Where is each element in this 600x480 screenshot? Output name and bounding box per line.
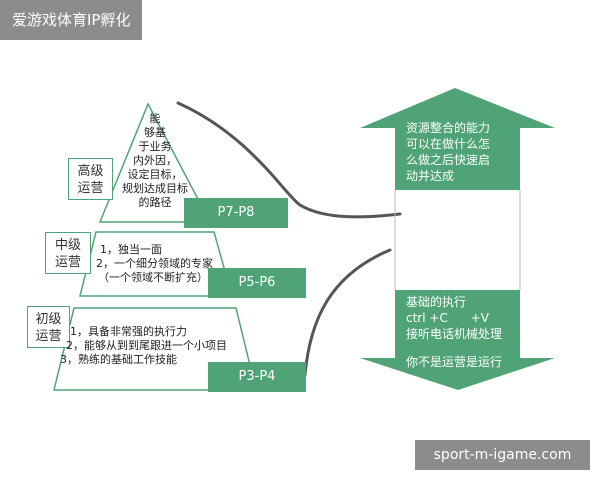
watermark-badge: sport-m-igame.com [415, 440, 590, 470]
down-arrow-line: 基础的执行 [406, 295, 467, 309]
lower-curve [303, 248, 392, 377]
junior-label-line: 运营 [35, 329, 62, 344]
senior-label-line: 运营 [77, 181, 104, 196]
upper-curve [176, 101, 402, 219]
down-arrow-text: 基础的执行 ctrl +C +V 接听电话机械处理 你不是运营是运行 [406, 294, 518, 370]
down-arrow-line: 接听电话机械处理 [406, 327, 503, 341]
up-arrow [360, 88, 555, 190]
up-arrow-line: 资源整合的能力 [406, 121, 491, 135]
down-arrow-line: ctrl +C +V [406, 311, 489, 325]
senior-desc-line: 规划达成目标 [122, 182, 188, 195]
senior-label-line: 高级 [77, 164, 104, 179]
down-arrow [360, 290, 555, 390]
senior-desc-line: 于业务 [138, 140, 172, 153]
senior-desc-line: 够基 [144, 126, 166, 139]
up-arrow-line: 可以在做什么怎 [406, 137, 491, 151]
senior-desc-line: 能 [149, 112, 161, 125]
middle-desc-line: 1，独当一面 [100, 243, 162, 256]
up-arrow-line: 动并达成 [406, 169, 455, 183]
middle-desc-line: （一个领域不断扩充） [98, 271, 208, 284]
up-arrow-line: 么做之后快速启 [406, 153, 491, 167]
junior-range-label: P3-P4 [208, 362, 306, 392]
senior-range-label: P7-P8 [184, 198, 288, 228]
senior-triangle [98, 102, 212, 223]
page-title-badge: 爱游戏体育IP孵化 [0, 0, 143, 40]
junior-label-line: 初级 [35, 312, 62, 327]
middle-level-label: 中级 运营 [45, 232, 91, 274]
middle-label-line: 中级 [54, 238, 81, 253]
senior-desc-line: 设定目标， [127, 168, 183, 181]
junior-description: 1，具备非常强的执行力 2，能够从到到尾跟进一个小项目 3，熟练的基础工作技能 [60, 325, 260, 367]
middle-desc-line: 2，一个细分领域的专家 [96, 257, 213, 270]
junior-desc-line: 1，具备非常强的执行力 [70, 325, 187, 338]
middle-label-line: 运营 [54, 255, 81, 270]
middle-description: 1，独当一面 2，一个细分领域的专家 （一个领域不断扩充） [96, 243, 226, 285]
senior-desc-line: 内外因， [133, 154, 177, 167]
middle-range-label: P5-P6 [208, 268, 306, 298]
up-arrow-text: 资源整合的能力 可以在做什么怎 么做之后快速启 动并达成 [406, 120, 518, 184]
senior-level-label: 高级 运营 [68, 158, 113, 200]
senior-description: 能 够基 于业务 内外因， 设定目标， 规划达成目标 的路径 [100, 112, 210, 210]
junior-desc-line: 3，熟练的基础工作技能 [60, 353, 177, 366]
junior-level-label: 初级 运营 [27, 306, 70, 348]
senior-desc-line: 的路径 [138, 196, 172, 209]
down-arrow-line [406, 342, 518, 354]
down-arrow-line: 你不是运营是运行 [406, 355, 503, 369]
junior-desc-line: 2，能够从到到尾跟进一个小项目 [66, 339, 227, 352]
